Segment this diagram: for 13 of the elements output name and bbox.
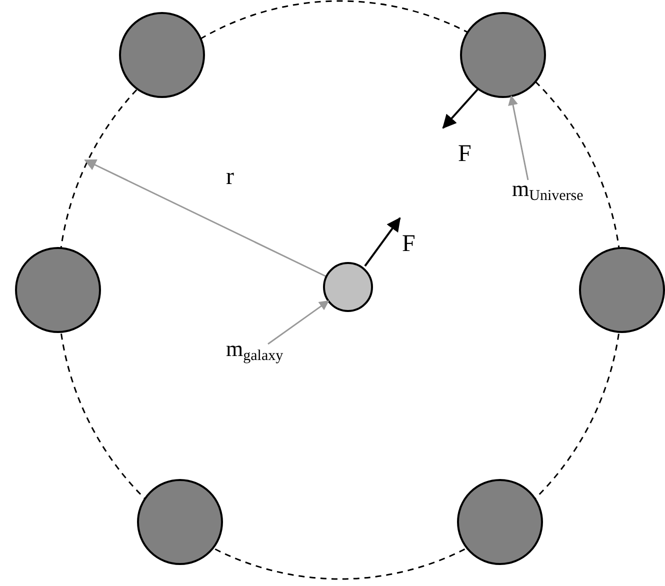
symbol-label: F [402,232,416,256]
mass-circle [460,12,546,98]
mass-circle [579,247,665,333]
leader-arrow [268,300,330,345]
mass-circle [323,262,373,312]
mass-circle [15,247,101,333]
mass-label: m$_{Universe}$ [512,178,584,200]
symbol-label: F [458,142,472,166]
mass-circle [137,479,223,565]
mass-circle [457,479,543,565]
mass-circle [119,12,205,98]
leader-arrow [508,95,529,180]
symbol-label: r [226,165,234,189]
